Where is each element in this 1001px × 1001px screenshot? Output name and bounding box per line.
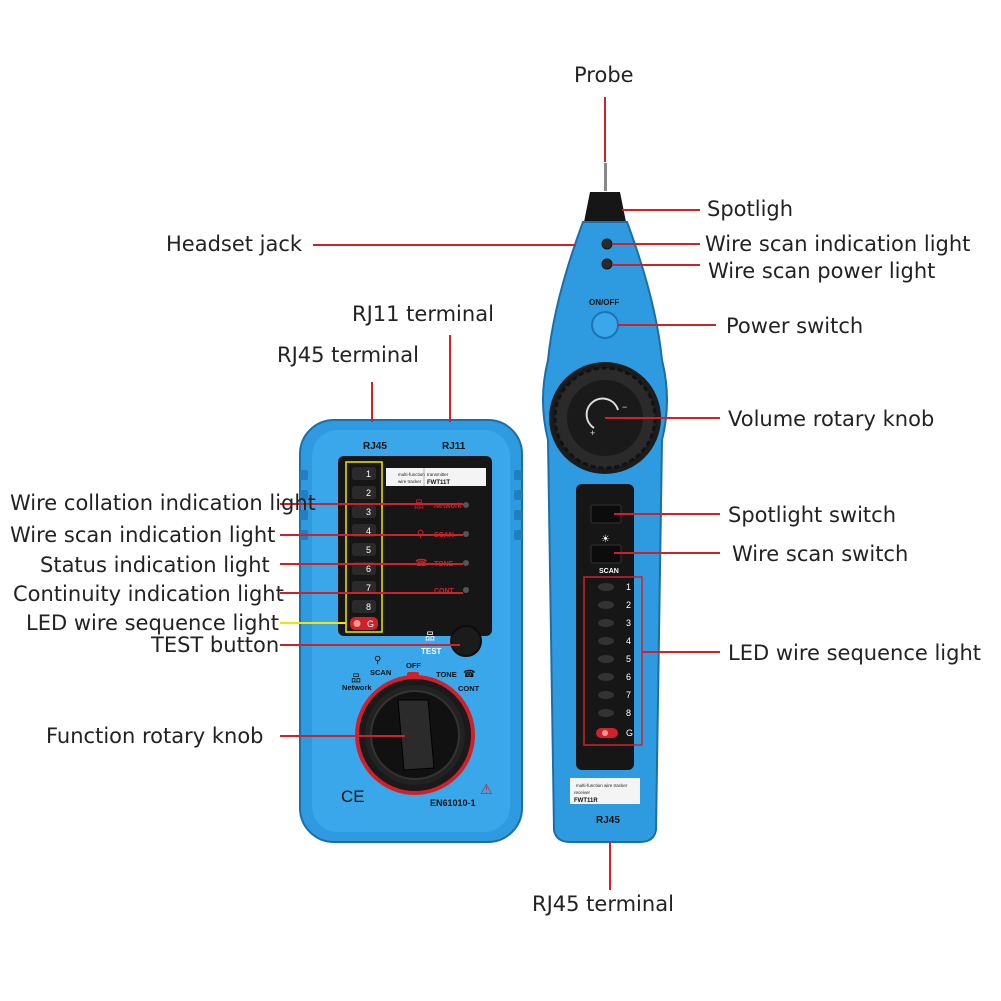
- dial-tone-label: TONE: [436, 670, 457, 679]
- wire-scan-indication-led: [601, 238, 613, 250]
- transmitter-port-rj11-label: RJ11: [442, 441, 466, 452]
- sticker-line1: multi-function: [398, 472, 425, 477]
- receiver-sticker: [570, 778, 640, 804]
- test-network-icon: 品: [425, 631, 435, 643]
- leader-lines: [280, 97, 720, 890]
- transmitter-port-rj45-label: RJ45: [363, 441, 387, 452]
- led-number: 8: [366, 602, 371, 612]
- probe-tip: [604, 163, 607, 191]
- callout-continuity: Continuity indication light: [13, 582, 284, 606]
- test-label: TEST: [421, 647, 442, 656]
- standard-label: EN61010-1: [430, 798, 476, 808]
- callout-led-sequence-left: LED wire sequence light: [26, 611, 279, 635]
- indicator-scan-led: [463, 531, 469, 537]
- function-rotary-knob[interactable]: [370, 690, 460, 780]
- callout-rj45-top: RJ45 terminal: [277, 343, 419, 367]
- dial-scan-label: SCAN: [370, 668, 391, 677]
- led-number: 2: [366, 488, 371, 498]
- warning-icon: ⚠: [480, 781, 493, 797]
- sticker-line2: wire tracker: [398, 479, 422, 484]
- led-highlight-box: [345, 461, 383, 633]
- led-number: 7: [626, 690, 631, 700]
- receiver-sticker-line1: multi-function wire tracker: [576, 783, 628, 788]
- led-number: 3: [366, 507, 371, 517]
- led-number: 3: [626, 618, 631, 628]
- indicator-cont-led: [463, 587, 469, 593]
- indicator-tone-led: [463, 560, 469, 566]
- led-number: 5: [626, 654, 631, 664]
- receiver-device: ON/OFF + − ☀ SCAN 1 2 3 4 5: [542, 163, 668, 843]
- callout-wire-scan-indication-left: Wire scan indication light: [10, 523, 275, 547]
- callout-rj11: RJ11 terminal: [352, 302, 494, 326]
- callout-led-sequence-right: LED wire sequence light: [728, 641, 981, 665]
- led-number: 5: [366, 545, 371, 555]
- callout-test-button: TEST button: [150, 633, 279, 657]
- led-number: 4: [366, 526, 371, 536]
- wire-scan-power-led: [601, 258, 613, 270]
- sticker-type: transmitter: [427, 472, 449, 477]
- callout-headset-jack: Headset jack: [166, 232, 303, 256]
- transmitter-device: RJ45 RJ11 1 2 3 4 5 6 7 8 G: [299, 419, 523, 843]
- led-number: 1: [626, 582, 631, 592]
- callout-probe: Probe: [574, 63, 634, 87]
- onoff-label: ON/OFF: [589, 298, 619, 307]
- callout-wire-scan-power: Wire scan power light: [708, 259, 935, 283]
- receiver-led-highlight-box: [583, 576, 643, 746]
- transmitter-panel: [338, 456, 492, 636]
- led-number: G: [626, 728, 633, 738]
- dial-cont-label: CONT: [458, 684, 480, 693]
- callout-wire-scan-switch: Wire scan switch: [732, 542, 908, 566]
- receiver-port-rj45-label: RJ45: [596, 815, 620, 826]
- dial-off-label: OFF: [406, 661, 421, 670]
- callout-labels: Probe Spotligh Headset jack Wire scan in…: [10, 63, 981, 916]
- receiver-sticker-model: FWT11R: [574, 798, 598, 804]
- transmitter-sticker: [386, 468, 486, 486]
- power-switch-button[interactable]: [591, 311, 619, 339]
- callout-power-switch: Power switch: [726, 314, 863, 338]
- ce-mark: CE: [341, 787, 365, 806]
- led-number: 6: [626, 672, 631, 682]
- transmitter-led-column: 1 2 3 4 5 6 7 8 G: [350, 467, 378, 630]
- callout-wire-collation: Wire collation indication light: [10, 491, 316, 515]
- callout-spotlight: Spotligh: [707, 197, 793, 221]
- led-number: 6: [366, 564, 371, 574]
- scan-label: SCAN: [599, 568, 619, 575]
- svg-text:+: +: [590, 428, 595, 438]
- svg-text:−: −: [622, 402, 627, 412]
- led-number: 2: [626, 600, 631, 610]
- led-number: 4: [626, 636, 631, 646]
- callout-volume-knob: Volume rotary knob: [728, 407, 934, 431]
- callout-spotlight-switch: Spotlight switch: [728, 503, 896, 527]
- receiver-led-column: 1 2 3 4 5 6 7 8 G: [596, 582, 633, 738]
- led-number: 7: [366, 583, 371, 593]
- dial-network-icon: 品: [351, 673, 361, 685]
- indicator-network-led: [463, 502, 469, 508]
- dial-phone-icon: ☎: [463, 669, 475, 680]
- dial-scan-icon: ⚲: [374, 655, 381, 666]
- callout-wire-scan-indication-right: Wire scan indication light: [705, 232, 970, 256]
- indicator-network-label: Network: [434, 503, 462, 510]
- led-number: 8: [626, 708, 631, 718]
- dial-network-label: Network: [342, 683, 372, 692]
- callout-function-knob: Function rotary knob: [46, 724, 264, 748]
- callout-status-indication: Status indication light: [40, 553, 270, 577]
- spotlight-sun-icon: ☀: [601, 534, 610, 545]
- led-number: G: [367, 619, 374, 629]
- receiver-sticker-type: receiver: [574, 790, 591, 795]
- test-button[interactable]: [450, 625, 482, 657]
- sticker-model: FWT11T: [427, 480, 450, 486]
- callout-rj45-bottom: RJ45 terminal: [532, 892, 674, 916]
- indicator-cont-label: CONT: [434, 588, 455, 595]
- led-number: 1: [366, 469, 371, 479]
